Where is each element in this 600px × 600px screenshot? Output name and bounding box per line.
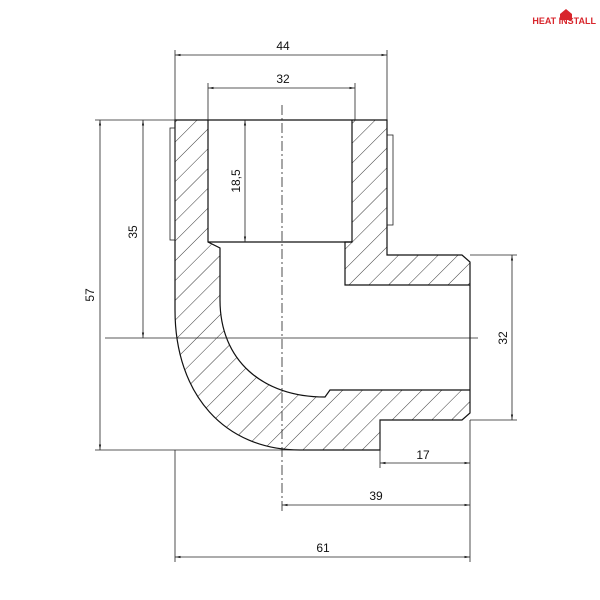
extension-lines bbox=[95, 50, 517, 562]
dim-side-height: 32 bbox=[496, 331, 510, 345]
logo: HEAT INSTALL bbox=[532, 9, 596, 26]
dimension-lines bbox=[98, 53, 514, 559]
dim-center-height: 35 bbox=[126, 225, 140, 239]
dim-top-bore: 32 bbox=[276, 72, 290, 86]
dim-socket-depth: 18,5 bbox=[229, 169, 243, 193]
dim-total-width: 61 bbox=[316, 541, 330, 555]
fitting-section bbox=[174, 119, 471, 451]
house-icon bbox=[560, 9, 572, 20]
right-thread-mark bbox=[386, 134, 394, 226]
dim-side-length: 39 bbox=[369, 489, 383, 503]
dim-top-width: 44 bbox=[276, 39, 290, 53]
logo-text: HEAT INSTALL bbox=[532, 16, 596, 26]
left-thread-mark bbox=[169, 127, 176, 241]
dim-side-socket: 17 bbox=[416, 448, 430, 462]
dim-total-height: 57 bbox=[83, 288, 97, 302]
